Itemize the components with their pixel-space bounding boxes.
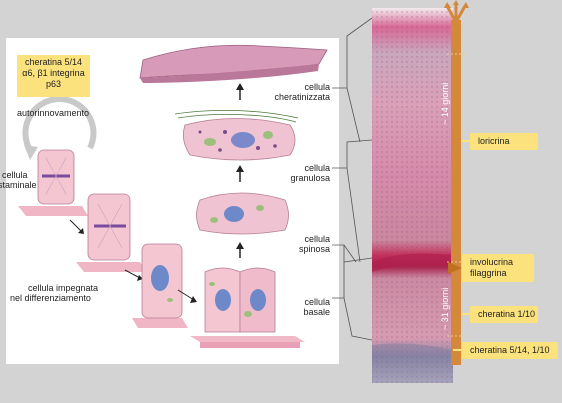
tag-involucrin: involucrina <box>470 257 514 267</box>
marker-keratin: cheratina 5/14 <box>24 57 83 67</box>
committed-cell-label-line2: nel differenziamento <box>10 293 91 303</box>
layer-label-spinous-line1: cellula <box>304 234 330 244</box>
layer-label-spinous: cellula spinosa <box>268 234 330 254</box>
stem-cell-label: cellula staminale <box>0 170 37 190</box>
arrow-committed-to-basal <box>177 289 195 301</box>
committed-cell-label: cellula impegnata nel differenziamento <box>10 283 98 303</box>
layer-label-cornified: cellula cheratinizzata <box>268 82 330 102</box>
dividing-cell <box>76 193 146 272</box>
basal-cells <box>190 267 305 348</box>
stem-cell-label-line2: staminale <box>0 180 37 190</box>
histology-section <box>372 8 453 383</box>
timeline-lower-label: ~ 31 giorni <box>440 287 450 330</box>
layer-label-granular-line1: cellula <box>304 163 330 173</box>
spinous-cell <box>196 192 289 235</box>
tag-keratin-5-14-1-10: cheratina 5/14, 1/10 <box>462 342 558 359</box>
layer-label-cornified-line2: cheratinizzata <box>274 92 330 102</box>
tag-keratin-1-10: cheratina 1/10 <box>470 306 538 323</box>
timeline-upper-label: ~ 14 giorni <box>440 82 450 125</box>
granular-cell <box>174 110 299 161</box>
arrow-stem-to-dividing <box>69 219 83 233</box>
layer-label-basal: cellula basale <box>268 297 330 317</box>
layer-label-cornified-line1: cellula <box>304 82 330 92</box>
tag-involucrin-filaggrin: involucrina filaggrina <box>462 254 534 282</box>
tag-loricrin: loricrina <box>470 133 538 150</box>
differentiation-timeline-bar <box>444 0 469 365</box>
layer-label-basal-line1: cellula <box>304 297 330 307</box>
marker-integrin: α6, β1 integrina <box>22 68 85 78</box>
layer-label-granular-line2: granulosa <box>290 173 330 183</box>
layer-label-spinous-line2: spinosa <box>298 244 330 254</box>
arrow-up-3-head <box>236 242 244 249</box>
arrow-up-2-head <box>236 165 244 172</box>
cornified-cell <box>139 44 328 83</box>
self-renewal-label: autorinnovamento <box>17 108 90 118</box>
stem-cell <box>18 96 97 216</box>
committed-cell <box>132 243 188 328</box>
layer-label-basal-line2: basale <box>303 307 330 317</box>
arrow-dividing-to-committed <box>124 269 141 279</box>
layer-label-granular: cellula granulosa <box>268 163 330 183</box>
layer-bracket-lines <box>332 17 373 341</box>
committed-cell-label-line1: cellula impegnata <box>28 283 99 293</box>
stem-cell-label-line1: cellula <box>2 170 28 180</box>
marker-p63: p63 <box>45 79 62 89</box>
stem-markers-box: cheratina 5/14 α6, β1 integrina p63 <box>17 55 90 97</box>
tag-filaggrin: filaggrina <box>470 268 507 278</box>
arrow-up-1-head <box>236 83 244 90</box>
